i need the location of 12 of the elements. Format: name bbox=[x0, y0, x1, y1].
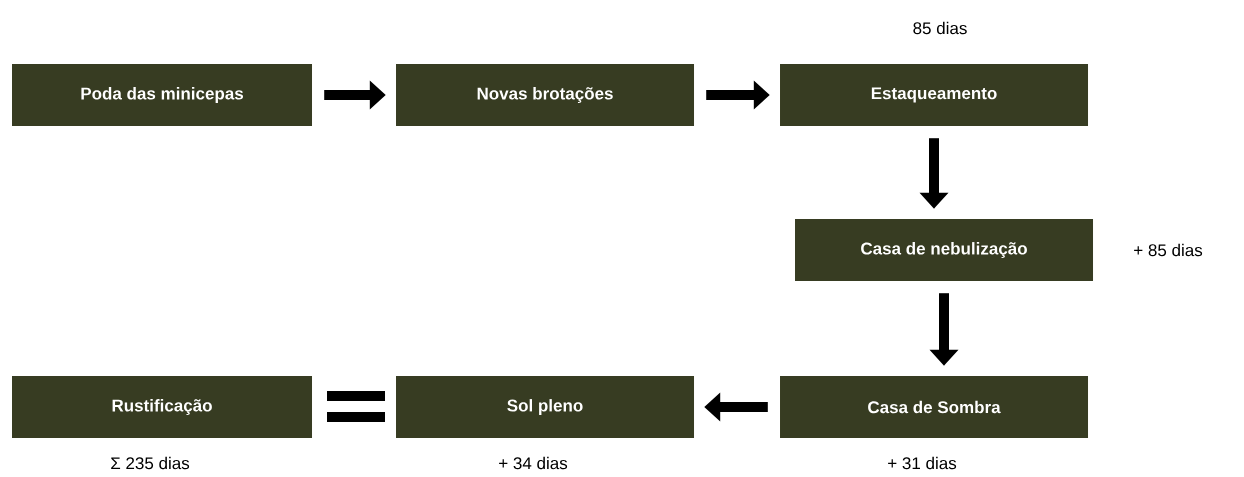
duration-label: + 85 dias bbox=[1134, 243, 1203, 257]
duration-label: 85 dias bbox=[913, 21, 967, 35]
process-box: Casa de nebulização bbox=[795, 219, 1093, 281]
process-box: Rustificação bbox=[12, 376, 312, 438]
process-box: Poda das minicepas bbox=[12, 64, 312, 126]
process-box: Casa de Sombra bbox=[780, 376, 1088, 438]
duration-label: + 31 dias bbox=[888, 456, 957, 470]
process-box: Novas brotações bbox=[396, 64, 694, 126]
duration-label: + 34 dias bbox=[499, 456, 568, 470]
process-box: Estaqueamento bbox=[780, 64, 1088, 126]
process-box: Sol pleno bbox=[396, 376, 694, 438]
duration-label: Σ 235 dias bbox=[111, 456, 190, 470]
